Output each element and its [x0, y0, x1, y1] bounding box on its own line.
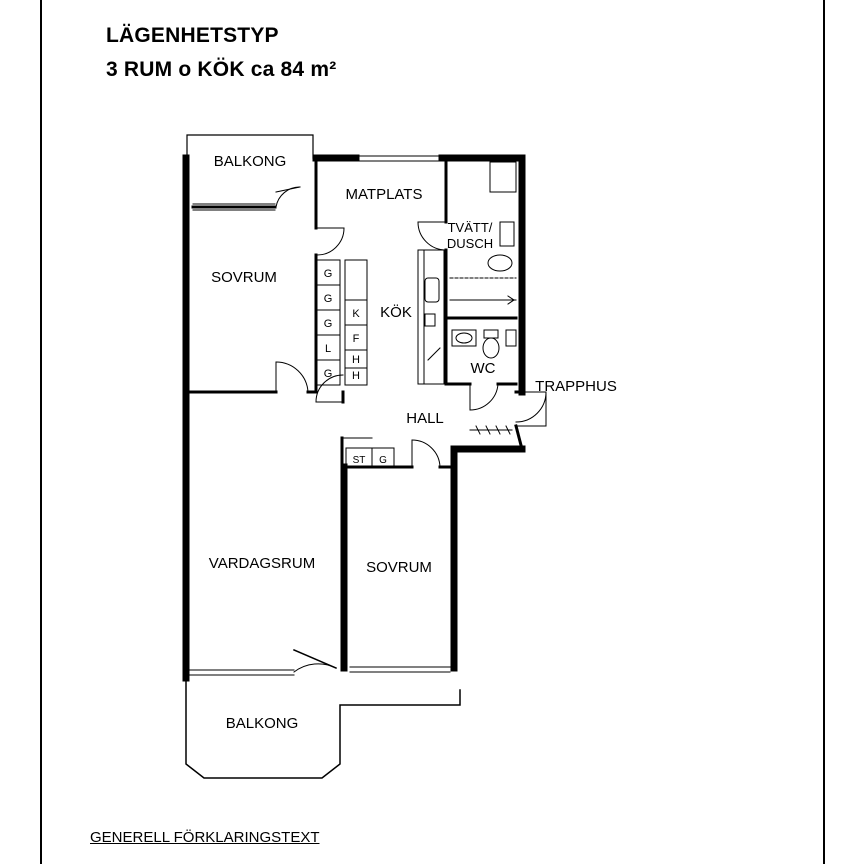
closet-letter: G — [324, 268, 333, 280]
room-label-balkong-top: BALKONG — [214, 153, 287, 170]
room-label-tvatt: TVÄTT/ — [448, 220, 493, 235]
hall-closet-letter: G — [379, 455, 387, 466]
entry-threshold — [469, 425, 513, 435]
kitchen-unit-letter: H — [352, 354, 360, 366]
apartment-size-subtitle: 3 RUM o KÖK ca 84 m² — [106, 58, 337, 81]
balcony-top-outline — [186, 134, 314, 209]
room-label-vardagsrum: VARDAGSRUM — [209, 555, 315, 572]
kitchen-unit-letter: H — [352, 370, 360, 382]
room-label-sovrum-2: SOVRUM — [366, 559, 432, 576]
room-label-matplats: MATPLATS — [346, 186, 423, 203]
exterior-walls — [182, 154, 526, 682]
room-label-trapphus: TRAPPHUS — [535, 378, 617, 395]
wc-fixtures — [451, 329, 517, 359]
kitchen-unit-letter: F — [353, 333, 360, 345]
room-label-kok: KÖK — [380, 303, 412, 321]
bedroom-closets-frame — [315, 259, 341, 386]
kitchen-counter — [417, 249, 445, 385]
room-label-hall: HALL — [406, 410, 444, 427]
closet-letter: L — [325, 343, 331, 355]
apartment-type-title: LÄGENHETSTYP — [106, 24, 279, 47]
legend-title: GENERELL FÖRKLARINGSTEXT — [90, 829, 320, 846]
laundry-shower-fixtures — [449, 161, 517, 305]
room-label-wc: WC — [471, 360, 496, 377]
frame-left-border — [40, 0, 42, 864]
frame-right-border — [823, 0, 825, 864]
kitchen-unit-letter: K — [352, 308, 360, 320]
hall-closets-frame — [345, 447, 395, 469]
windows — [188, 155, 451, 676]
hall-closet-letter: ST — [353, 455, 366, 466]
room-label-dusch: DUSCH — [447, 236, 493, 251]
closet-letter: G — [324, 293, 333, 305]
closet-letter: G — [324, 318, 333, 330]
room-label-sovrum-1: SOVRUM — [211, 269, 277, 286]
kitchen-units-frame — [344, 259, 368, 386]
closet-letter: G — [324, 368, 333, 380]
room-label-balkong-bottom: BALKONG — [226, 715, 299, 732]
balcony-bottom-outline — [185, 649, 461, 779]
